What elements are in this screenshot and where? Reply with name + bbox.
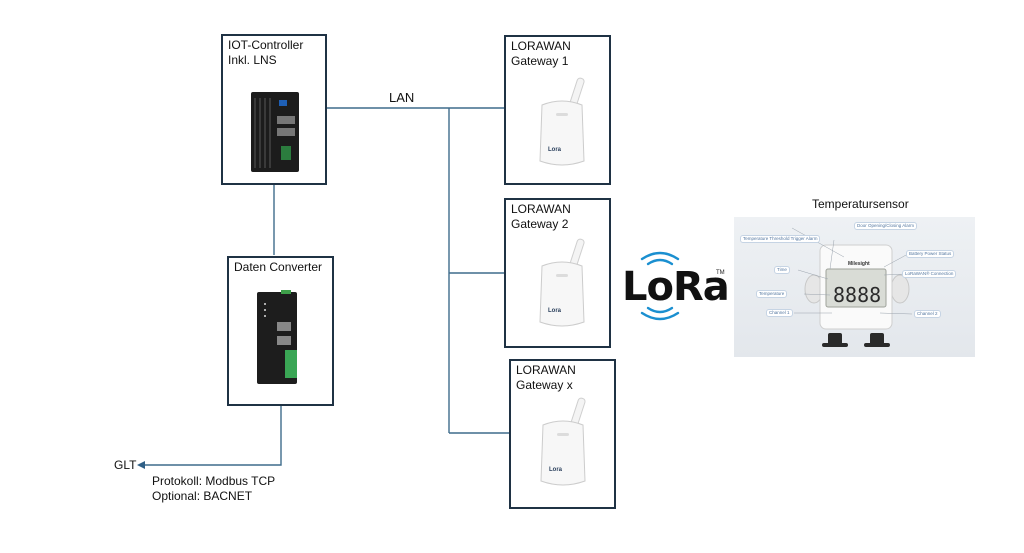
iot-controller-box: IOT-Controller Inkl. LNS [221, 34, 327, 185]
lora-signal-icon-bottom [640, 306, 680, 321]
iot-controller-title: IOT-Controller Inkl. LNS [228, 38, 304, 67]
lora-signal-icon [640, 251, 680, 266]
iot-controller-device-image [251, 92, 299, 172]
glt-label: GLT [114, 458, 137, 472]
glt-arrow-head [137, 461, 145, 469]
callout-door-alarm: Door Opening/Closing Alarm [854, 222, 918, 230]
glt-optional-text: Optional: BACNET [152, 489, 253, 503]
data-converter-box: Daten Converter [227, 256, 334, 406]
data-converter-device-image [257, 290, 297, 384]
sensor-brand-text: Milesight [848, 261, 870, 267]
lora-logo: LoRa TM [622, 250, 730, 321]
callout-lorawan-connection: LoRaWAN® Connection [902, 270, 957, 278]
gateway-x-device-image: Lora [540, 397, 586, 486]
gateway-x-logo-text: Lora [549, 467, 563, 473]
callout-channel-2: Channel 2 [914, 310, 941, 318]
sensor-title: Temperatursensor [812, 197, 909, 211]
gateway-1-box: LORAWAN Gateway 1 Lora [504, 35, 611, 185]
callout-battery-status: Battery Power Status [906, 250, 955, 258]
callout-time: Time [774, 266, 790, 274]
gateway-2-title: LORAWAN Gateway 2 [511, 202, 571, 231]
gateway-1-device-image: Lora [539, 77, 585, 166]
lora-wordmark: LoRa [622, 264, 730, 310]
gateway-1-logo-text: Lora [548, 147, 562, 153]
lora-trademark: TM [716, 270, 725, 276]
lan-label: LAN [389, 90, 415, 105]
gateway-2-box: LORAWAN Gateway 2 Lora [504, 198, 611, 348]
gateway-x-box: LORAWAN Gateway x Lora [509, 359, 616, 509]
gateway-x-title: LORAWAN Gateway x [516, 363, 576, 392]
sensor-display-digits: 8888 [833, 283, 881, 307]
temperature-sensor-image: Milesight 8888 Door Opening/Closing Alar… [734, 217, 975, 357]
gateway-2-logo-text: Lora [548, 308, 562, 314]
gateway-1-title: LORAWAN Gateway 1 [511, 39, 571, 68]
data-converter-title: Daten Converter [234, 260, 323, 274]
gateway-2-device-image: Lora [539, 238, 585, 327]
sensor-device-drawing: Milesight 8888 [791, 227, 913, 347]
glt-protocol-text: Protokoll: Modbus TCP [152, 474, 276, 488]
callout-channel-1: Channel 1 [766, 309, 793, 317]
glt-line [142, 405, 282, 466]
callout-temperature: Temperature [756, 290, 788, 298]
callout-threshold-alarm: Temperature Threshold Trigger Alarm [740, 235, 821, 243]
